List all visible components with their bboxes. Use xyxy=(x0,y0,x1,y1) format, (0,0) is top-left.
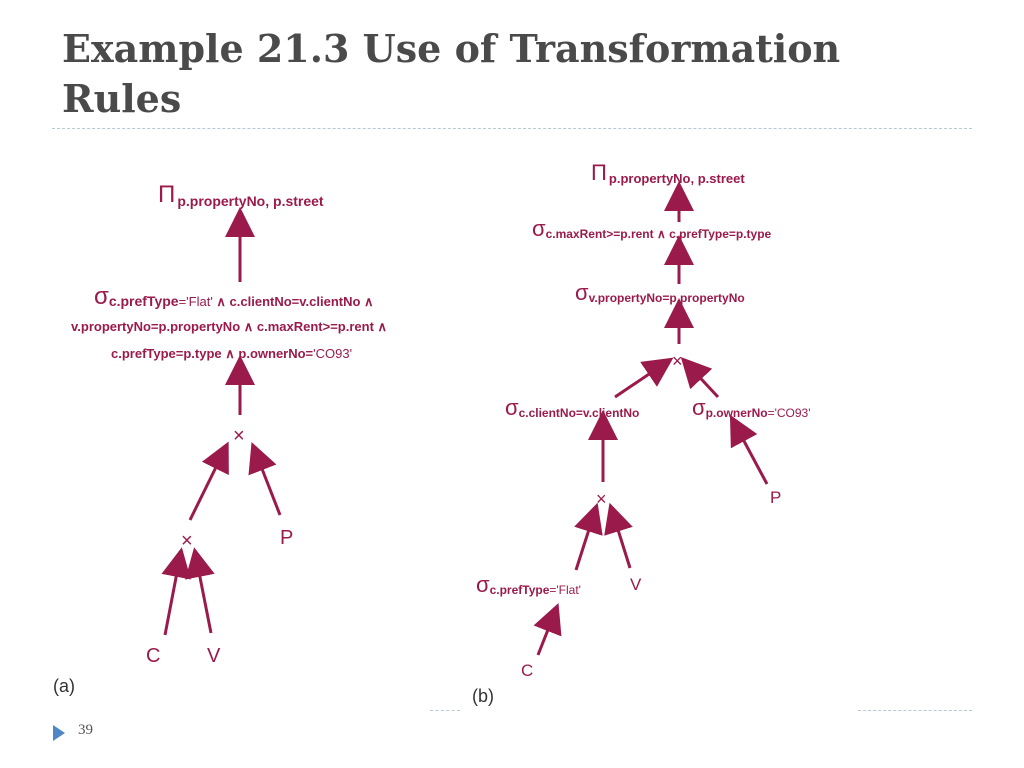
b-sel-maxrent: σc.maxRent>=p.rent ∧ c.prefType=p.type xyxy=(532,216,772,241)
page-number: 39 xyxy=(78,722,93,738)
b-sel-client: σc.clientNo=v.clientNo xyxy=(505,395,639,420)
footer-divider-left xyxy=(430,710,460,711)
play-triangle-icon xyxy=(53,725,65,741)
tree-edges xyxy=(161,181,769,656)
a-product-lower: × xyxy=(181,530,193,552)
edge-b-client-to-prod xyxy=(614,357,674,399)
b-leaf-c: C xyxy=(521,661,533,680)
edge-b-pref-to-prod2 xyxy=(574,502,603,571)
a-selection-line3: c.prefType=p.type ∧ p.ownerNo='CO93' xyxy=(111,346,352,361)
b-product-top: × xyxy=(672,351,683,371)
edge-b-v-to-prod2 xyxy=(604,502,633,569)
b-sel-propno: σv.propertyNo=p.propertyNo xyxy=(575,280,745,305)
edge-a-v-to-prod2 xyxy=(185,547,215,634)
edge-a-c-to-prod2 xyxy=(161,547,191,636)
a-selection-line2: v.propertyNo=p.propertyNo ∧ c.maxRent>=p… xyxy=(71,319,387,334)
title-divider xyxy=(52,128,972,129)
panel-label-a: (a) xyxy=(53,676,75,696)
edge-b-c-to-pref xyxy=(533,603,562,656)
footer-divider-right xyxy=(858,710,972,711)
panel-label-b: (b) xyxy=(472,686,494,706)
a-product-upper: × xyxy=(233,425,245,447)
b-sel-owner: σp.ownerNo='CO93' xyxy=(692,395,811,420)
a-leaf-p: P xyxy=(280,527,293,549)
a-leaf-v: V xyxy=(207,645,221,667)
slide-title: Example 21.3 Use of Transformation Rules xyxy=(62,26,841,121)
b-leaf-p: P xyxy=(770,488,781,507)
a-selection-line1: σc.prefType='Flat' ∧ c.clientNo=v.client… xyxy=(94,283,374,310)
edge-a-prod2-to-prod xyxy=(188,441,229,521)
edge-a-p-to-prod xyxy=(248,442,282,516)
b-product-mid: × xyxy=(596,489,607,509)
b-sel-preftype: σc.prefType='Flat' xyxy=(476,572,581,597)
edge-b-p-to-owner xyxy=(729,414,769,485)
a-leaf-c: C xyxy=(146,645,160,667)
edge-b-owner-to-prod xyxy=(680,357,720,399)
b-leaf-v: V xyxy=(630,575,642,594)
